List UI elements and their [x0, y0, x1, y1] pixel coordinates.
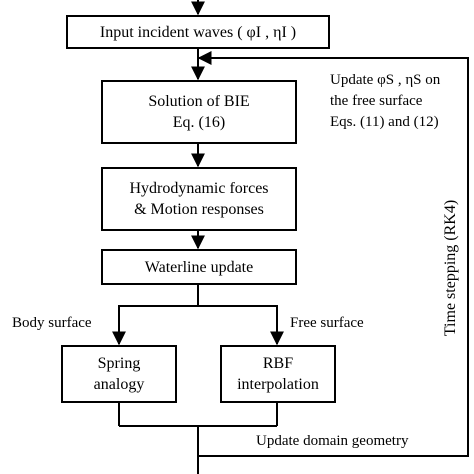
update-free-surface-line3: Eqs. (11) and (12) — [330, 114, 439, 130]
update-domain-geometry-label: Update domain geometry — [256, 433, 409, 449]
input-incident-waves-text: Input incident waves ( φI , ηI ) — [99, 23, 297, 41]
spring-analogy-box: Spring analogy — [61, 345, 177, 403]
time-stepping-loop — [198, 57, 469, 457]
update-free-surface-line1: Update φS , ηS on — [330, 72, 441, 88]
arrow-to-rbf — [198, 305, 284, 346]
body-surface-label: Body surface — [12, 315, 92, 331]
motion-responses-text: & Motion responses — [134, 201, 264, 218]
hydrodynamic-forces-box: Hydrodynamic forces & Motion responses — [101, 167, 297, 231]
time-stepping-label: Time stepping (RK4) — [442, 199, 459, 337]
bie-equation-text: Eq. (16) — [172, 114, 226, 131]
free-surface-label: Free surface — [290, 315, 364, 331]
solution-bie-text: Solution of BIE — [148, 93, 250, 110]
hydrodynamic-forces-text: Hydrodynamic forces — [129, 180, 269, 197]
analogy-text: analogy — [93, 376, 145, 393]
waterline-update-text: Waterline update — [144, 258, 254, 276]
rbf-text: RBF — [262, 355, 294, 372]
arrow-to-spring — [112, 305, 198, 346]
spring-text: Spring — [97, 355, 141, 372]
solution-bie-box: Solution of BIE Eq. (16) — [101, 80, 297, 144]
update-free-surface-label: Update φS , ηS on the free surface Eqs. … — [330, 70, 440, 133]
input-incident-waves-box: Input incident waves ( φI , ηI ) — [66, 15, 330, 49]
interpolation-text: interpolation — [237, 376, 319, 393]
update-free-surface-line2: the free surface — [330, 93, 423, 109]
rbf-interpolation-box: RBF interpolation — [220, 345, 336, 403]
waterline-update-box: Waterline update — [101, 249, 297, 285]
